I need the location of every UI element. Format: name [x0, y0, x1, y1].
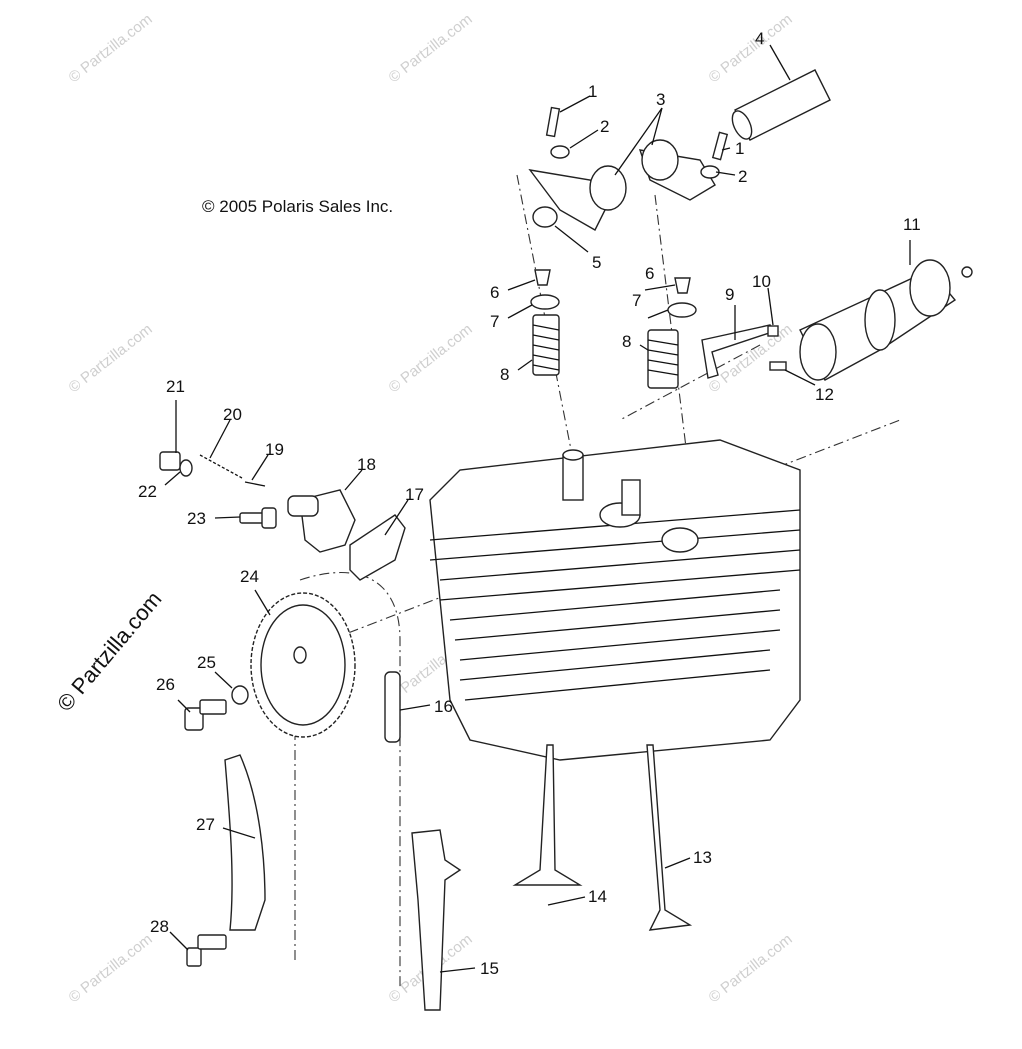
- callout-2: 2: [600, 117, 609, 136]
- callout-1b: 1: [735, 139, 744, 158]
- parts-1-2-adjusters: [545, 106, 729, 179]
- callout-4: 4: [755, 29, 764, 48]
- callout-8: 8: [500, 365, 509, 384]
- part-18-tensioner: [287, 489, 356, 553]
- callout-2b: 2: [738, 167, 747, 186]
- part-25-washer: [231, 685, 249, 705]
- part-16-chain: [384, 671, 401, 743]
- leader-lines: [164, 44, 911, 973]
- part-15-chain-guide: [411, 829, 462, 1011]
- part-12-pin: [769, 361, 787, 371]
- callout-1: 1: [588, 82, 597, 101]
- callout-28: 28: [150, 917, 169, 936]
- callout-6b: 6: [645, 264, 654, 283]
- callout-18: 18: [357, 455, 376, 474]
- callout-27: 27: [196, 815, 215, 834]
- callout-11: 11: [903, 215, 921, 234]
- part-9-10-decompressor: [701, 324, 779, 379]
- callout-15: 15: [480, 959, 499, 978]
- callout-10: 10: [752, 272, 771, 291]
- tensioner-hardware: [159, 451, 277, 529]
- callout-12: 12: [815, 385, 834, 404]
- valve-springs: [530, 269, 697, 389]
- callout-26: 26: [156, 675, 175, 694]
- part-17-gasket: [349, 514, 406, 581]
- callout-22: 22: [138, 482, 157, 501]
- callout-3: 3: [656, 90, 665, 109]
- callout-20: 20: [223, 405, 242, 424]
- callout-16: 16: [434, 697, 453, 716]
- callout-17: 17: [405, 485, 424, 504]
- callout-9: 9: [725, 285, 734, 304]
- callout-7: 7: [490, 312, 499, 331]
- callout-7b: 7: [632, 291, 641, 310]
- callout-25: 25: [197, 653, 216, 672]
- callout-21: 21: [166, 377, 185, 396]
- callout-5: 5: [592, 253, 601, 272]
- callout-23: 23: [187, 509, 206, 528]
- callout-13: 13: [693, 848, 712, 867]
- callout-24: 24: [240, 567, 259, 586]
- callout-6: 6: [490, 283, 499, 302]
- part-5-washer: [532, 206, 558, 228]
- part-26-bolt: [184, 699, 227, 731]
- part-3-rocker-arms: [528, 139, 716, 231]
- part-27-chain-guide: [224, 754, 266, 931]
- callout-8b: 8: [622, 332, 631, 351]
- part-24-cam-sprocket: [250, 592, 356, 738]
- copyright-notice: © 2005 Polaris Sales Inc.: [202, 197, 394, 216]
- part-11-camshaft: [799, 259, 973, 381]
- callout-labels: 1 2 3 4 1 2 5 6 7 8 6 7 8 9 10 11 12 13 …: [138, 29, 921, 978]
- callout-14: 14: [588, 887, 607, 906]
- cylinder-head: [429, 439, 801, 761]
- part-28-bolt: [186, 934, 227, 967]
- callout-19: 19: [265, 440, 284, 459]
- parts-13-14-valves: [512, 744, 693, 931]
- part-4-shaft: [731, 69, 831, 141]
